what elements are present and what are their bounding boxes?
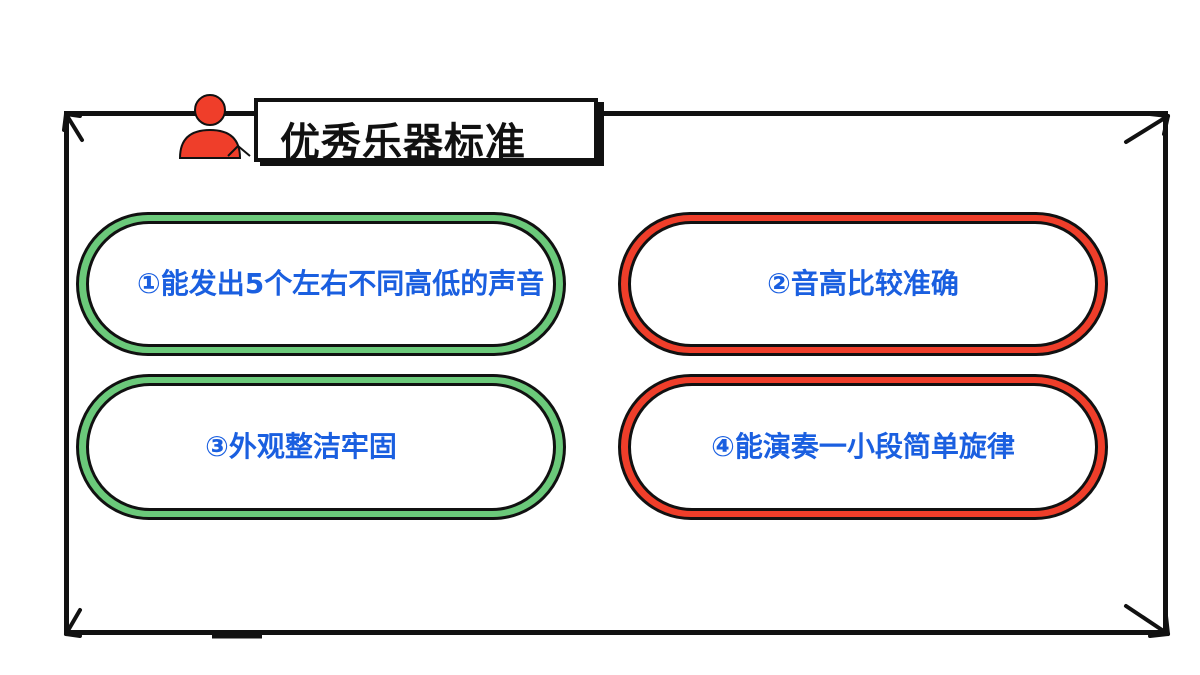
person-icon (178, 94, 251, 159)
criterion-card-1: ①能发出5个左右不同高低的声音 (76, 212, 566, 356)
criterion-card-2: ②音高比较准确 (618, 212, 1108, 356)
criterion-text-3: ③外观整洁牢固 (205, 430, 397, 463)
criterion-card-4: ④能演奏一小段简单旋律 (618, 374, 1108, 520)
criterion-text-4: ④能演奏一小段简单旋律 (711, 430, 1015, 463)
page-title: 优秀乐器标准 (280, 120, 526, 166)
content-frame (64, 111, 1168, 635)
title-box: 优秀乐器标准 (254, 98, 598, 166)
criterion-text-1: ①能发出5个左右不同高低的声音 (137, 267, 545, 300)
criterion-card-3: ③外观整洁牢固 (76, 374, 566, 520)
criterion-text-2: ②音高比较准确 (767, 267, 959, 300)
